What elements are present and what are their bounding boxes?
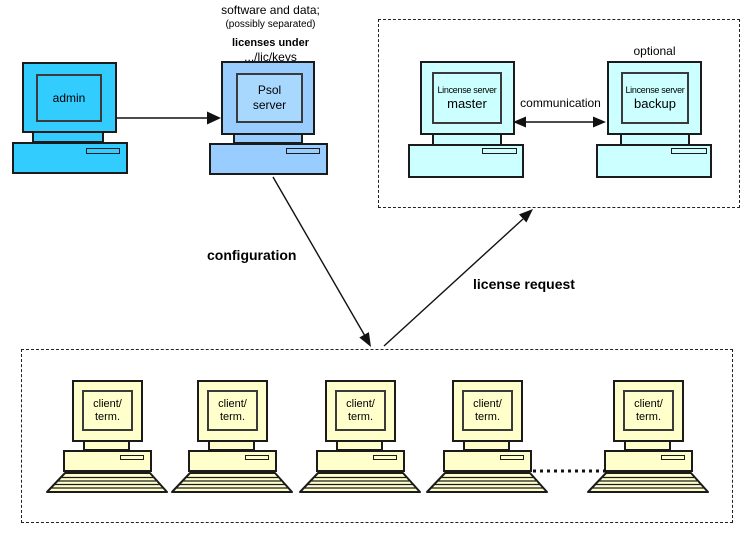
communication-label: communication [520,96,601,110]
backup-disk-slot [671,148,707,154]
client-4-disk-slot [500,455,524,460]
psol-screen: Psol server [236,73,303,123]
master-disk-slot [482,148,517,154]
client-2-screen-label: client/ term. [218,397,247,423]
psol-disk-slot [286,148,320,154]
admin-screen: admin [36,74,102,122]
client-4-base [443,450,532,472]
master-screen: Lincense server master [432,72,502,124]
client-1-screen-label: client/ term. [93,397,122,423]
client-3-disk-slot [373,455,397,460]
client-5-screen-label: client/ term. [634,397,663,423]
client-5-disk-slot [661,455,685,460]
admin-disk-slot [86,148,120,154]
client-2-screen: client/ term. [207,390,258,431]
clients-group-box [21,349,733,523]
backup-role-label: backup [634,96,676,111]
licenses-under-note-line: licenses under [231,37,310,49]
client-3-screen-label: client/ term. [346,397,375,423]
backup-screen: Lincense server backup [621,72,689,124]
lic-keys-path-note-line: .../lic/keys [244,50,297,64]
client-3-base [316,450,405,472]
optional-label: optional [633,44,676,58]
client-4-screen: client/ term. [462,390,513,431]
master-type-label: Lincense server [437,85,497,95]
client-4-screen-label: client/ term. [473,397,502,423]
possibly-separated-note-line: (possibly separated) [225,19,316,30]
master-role-label: master [447,96,487,111]
software-and-data-note-line: software and data; [221,3,320,17]
client-2-disk-slot [245,455,269,460]
psol-screen-label: Psol server [252,83,287,112]
admin-screen-label: admin [52,91,86,105]
backup-type-label: Lincense server [625,85,685,95]
client-1-base [63,450,152,472]
license-request-label: license request [473,276,575,292]
client-5-screen: client/ term. [623,390,674,431]
software-data-note: software and data; (possibly separated) … [183,3,358,64]
client-1-screen: client/ term. [82,390,133,431]
configuration-label: configuration [207,247,297,263]
admin-base [12,142,128,174]
client-2-base [188,450,277,472]
admin-to-psol-arrow [117,111,221,125]
client-1-disk-slot [120,455,144,460]
client-3-screen: client/ term. [335,390,386,431]
master-base [408,144,524,178]
license-servers-group-box [378,19,740,208]
backup-base [596,144,712,178]
client-5-base [604,450,693,472]
